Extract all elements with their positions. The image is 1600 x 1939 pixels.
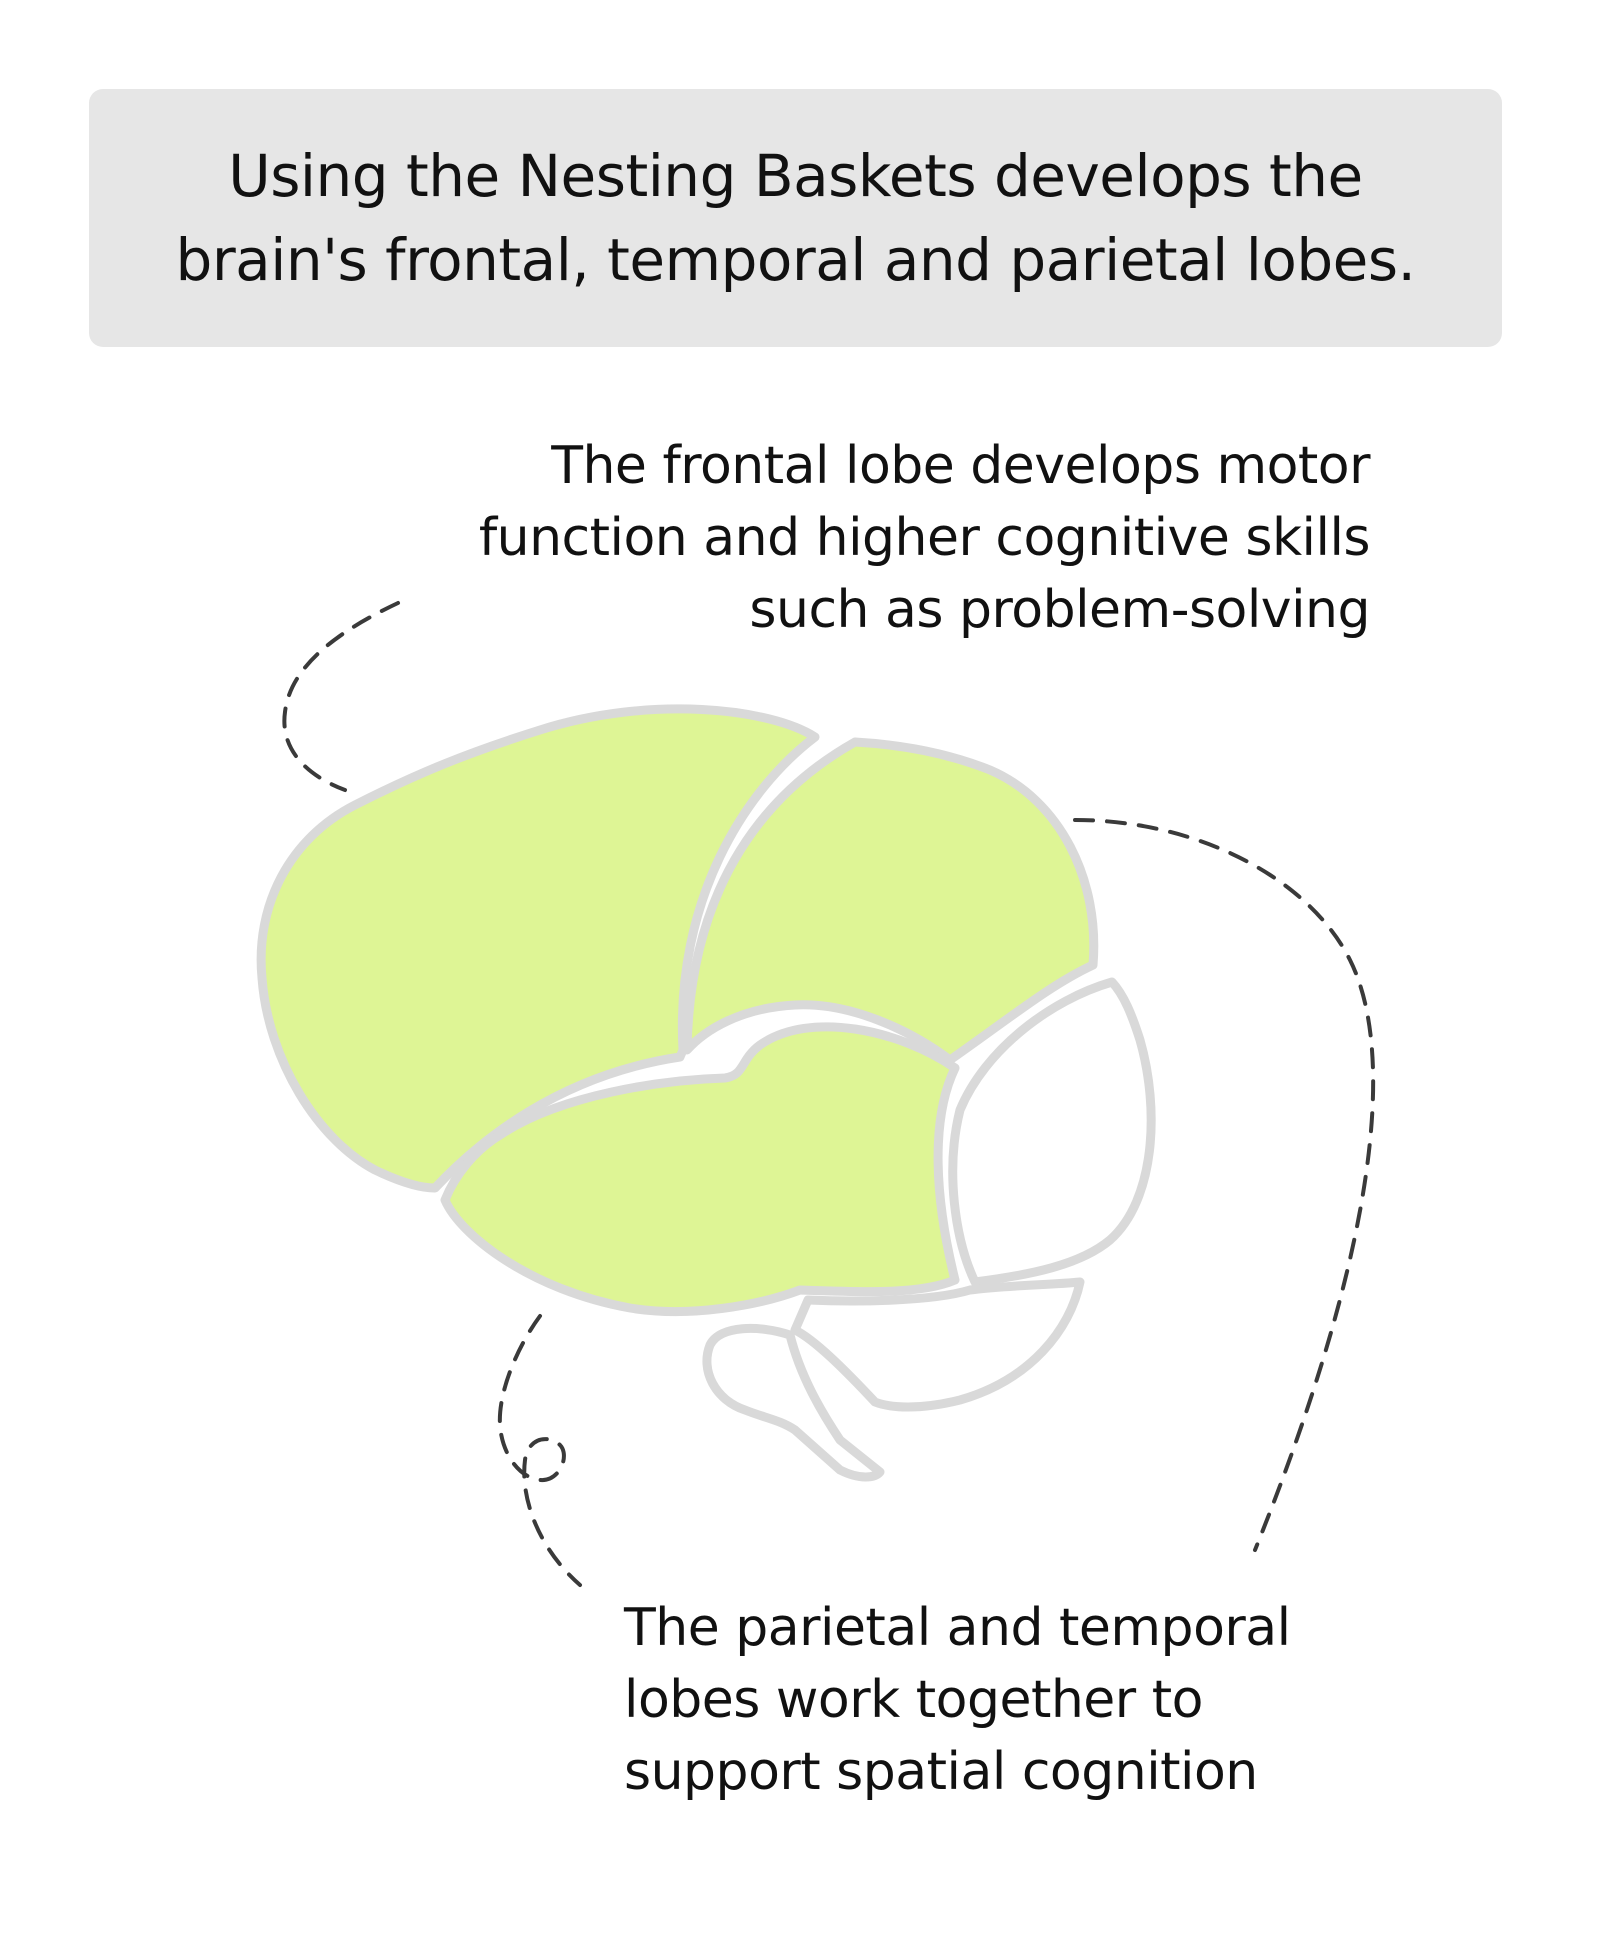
frontal-lobe-caption: The frontal lobe develops motor function…: [478, 430, 1371, 646]
parietal-lobe: [682, 737, 1099, 1065]
frontal-leader-line: [282, 601, 400, 792]
parietal-leader-line: [1073, 818, 1376, 1552]
frontal-caption-line-3: such as problem-solving: [749, 580, 1370, 640]
header-title-line-2: brain's frontal, temporal and parietal l…: [175, 226, 1417, 294]
header-title-line-1: Using the Nesting Baskets develops the: [228, 142, 1363, 210]
brain-stem: [702, 1323, 885, 1482]
frontal-caption-line-2: function and higher cognitive skills: [478, 508, 1371, 568]
parietal-caption-line-3: support spatial cognition: [624, 1742, 1258, 1802]
temporal-leader-line: [497, 1314, 582, 1587]
cerebellum: [790, 1277, 1085, 1412]
frontal-caption-line-1: The frontal lobe develops motor: [551, 436, 1370, 496]
occipital-lobe: [948, 977, 1156, 1287]
parietal-caption-line-1: The parietal and temporal: [624, 1598, 1291, 1658]
parietal-temporal-caption: The parietal and temporal lobes work tog…: [624, 1592, 1291, 1808]
header-banner: Using the Nesting Baskets develops the b…: [89, 89, 1502, 347]
parietal-caption-line-2: lobes work together to: [624, 1670, 1203, 1730]
temporal-lobe: [440, 1022, 960, 1316]
